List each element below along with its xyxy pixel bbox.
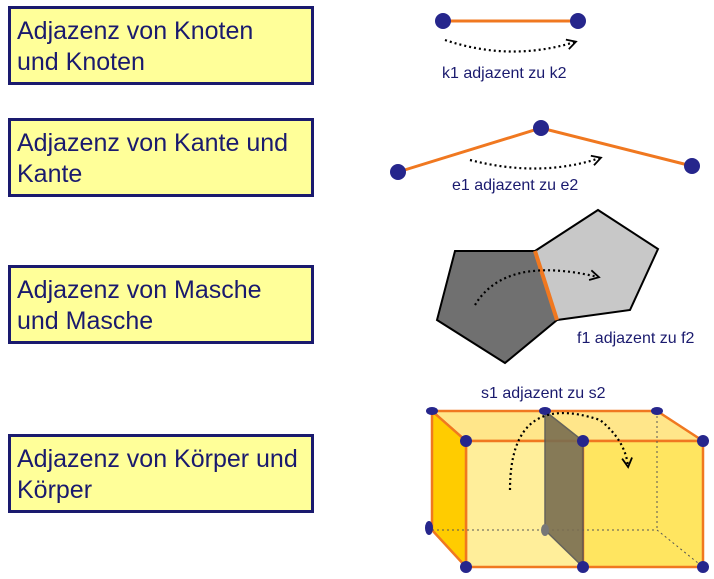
vertex <box>460 561 472 573</box>
vertex-left <box>390 164 406 180</box>
vertex-vertex-diagram <box>435 13 586 53</box>
adjacency-arrow-1 <box>444 38 578 53</box>
face-face-diagram <box>435 208 660 365</box>
label-edge-edge: Adjazenz von Kante und Kante <box>8 118 314 197</box>
vertex-k2 <box>570 13 586 29</box>
vertex <box>577 435 589 447</box>
shared-edge <box>533 250 559 321</box>
label-vertex-vertex: Adjazenz von Knoten und Knoten <box>8 6 314 85</box>
vertex-k1 <box>435 13 451 29</box>
vertex <box>426 407 438 415</box>
vertex-right <box>684 158 700 174</box>
vertex-shared <box>533 120 549 136</box>
caption-solid-solid: s1 adjazent zu s2 <box>481 385 606 402</box>
solid-s2-front <box>581 439 705 569</box>
solid-solid-diagram <box>425 407 709 573</box>
caption-edge-edge: e1 adjazent zu e2 <box>452 177 579 194</box>
adjacency-arrow-4 <box>508 411 633 491</box>
vertex <box>577 561 589 573</box>
vertex <box>697 561 709 573</box>
vertex <box>651 407 663 415</box>
vertex <box>425 521 433 535</box>
vertex <box>460 435 472 447</box>
edge-edge-diagram <box>390 120 700 180</box>
adjacency-arrow-2 <box>469 154 603 170</box>
vertex <box>539 407 551 415</box>
caption-vertex-vertex: k1 adjazent zu k2 <box>442 65 567 82</box>
label-solid-solid: Adjazenz von Körper und Körper <box>8 434 314 513</box>
caption-face-face: f1 adjazent zu f2 <box>577 330 695 347</box>
face-f1 <box>435 250 559 365</box>
vertex-hidden <box>541 524 549 536</box>
label-face-face: Adjazenz von Masche und Masche <box>8 265 314 344</box>
hidden-edges <box>432 529 704 568</box>
vertex <box>697 435 709 447</box>
